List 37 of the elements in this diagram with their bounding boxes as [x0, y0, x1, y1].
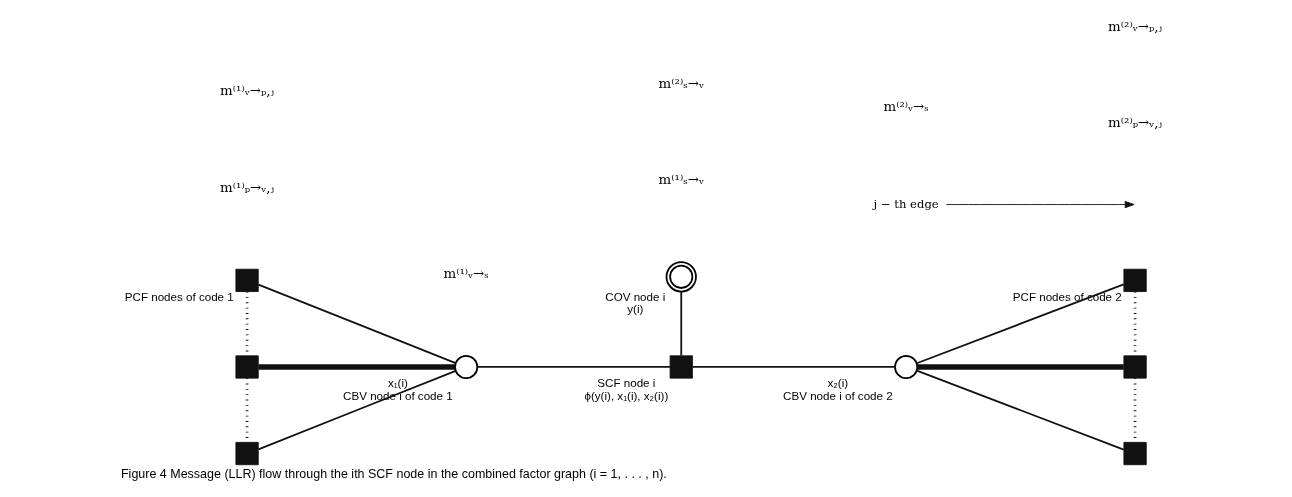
node-label: CBV node i of code 2 [783, 388, 893, 402]
arrow [945, 200, 1135, 209]
label: m⁽²⁾ᵥ→ₚ,ⱼ [1108, 18, 1163, 34]
node-label: y(i) [627, 302, 644, 316]
node-box [235, 441, 259, 466]
label: m⁽¹⁾ᵥ→ₛ [443, 266, 489, 282]
label: m⁽²⁾ₛ→ᵥ [658, 76, 704, 92]
label: m⁽¹⁾ₛ→ᵥ [658, 172, 704, 188]
node-label: PCF nodes of code 1 [124, 289, 234, 303]
node-circle [454, 354, 479, 379]
node-label: ϕ(y(i), x₁(i), x₂(i)) [584, 388, 669, 402]
connector [258, 364, 455, 370]
connector [257, 283, 457, 365]
node-box [235, 268, 259, 292]
connector [680, 290, 683, 357]
node-box [1123, 441, 1147, 466]
connector [915, 283, 1125, 365]
caption: Figure 4 Message (LLR) flow through the ith SCF node in the combined factor graph (i = 1, . . . , n). [120, 467, 667, 482]
node-box [235, 355, 259, 379]
node-box [1123, 268, 1147, 292]
connector [917, 364, 1124, 370]
node-label: COV node i [605, 289, 666, 303]
label: m⁽²⁾ₚ→ᵥ,ⱼ [1108, 115, 1163, 131]
node-label: x₁(i) [387, 376, 408, 390]
node-box [1123, 355, 1147, 379]
connector [691, 366, 896, 368]
node-text: j − th edge [873, 196, 939, 211]
label: m⁽¹⁾ᵥ→ₚ,ⱼ [220, 83, 275, 99]
connector [476, 366, 671, 368]
node-circle [894, 354, 919, 379]
connector [915, 369, 1125, 451]
label: m⁽²⁾ᵥ→ₛ [883, 99, 929, 115]
node-box [669, 355, 693, 379]
connector [257, 369, 457, 451]
node-label: x₂(i) [827, 376, 849, 390]
node-label: SCF node i [597, 376, 656, 390]
label: m⁽¹⁾ₚ→ᵥ,ⱼ [220, 179, 275, 195]
